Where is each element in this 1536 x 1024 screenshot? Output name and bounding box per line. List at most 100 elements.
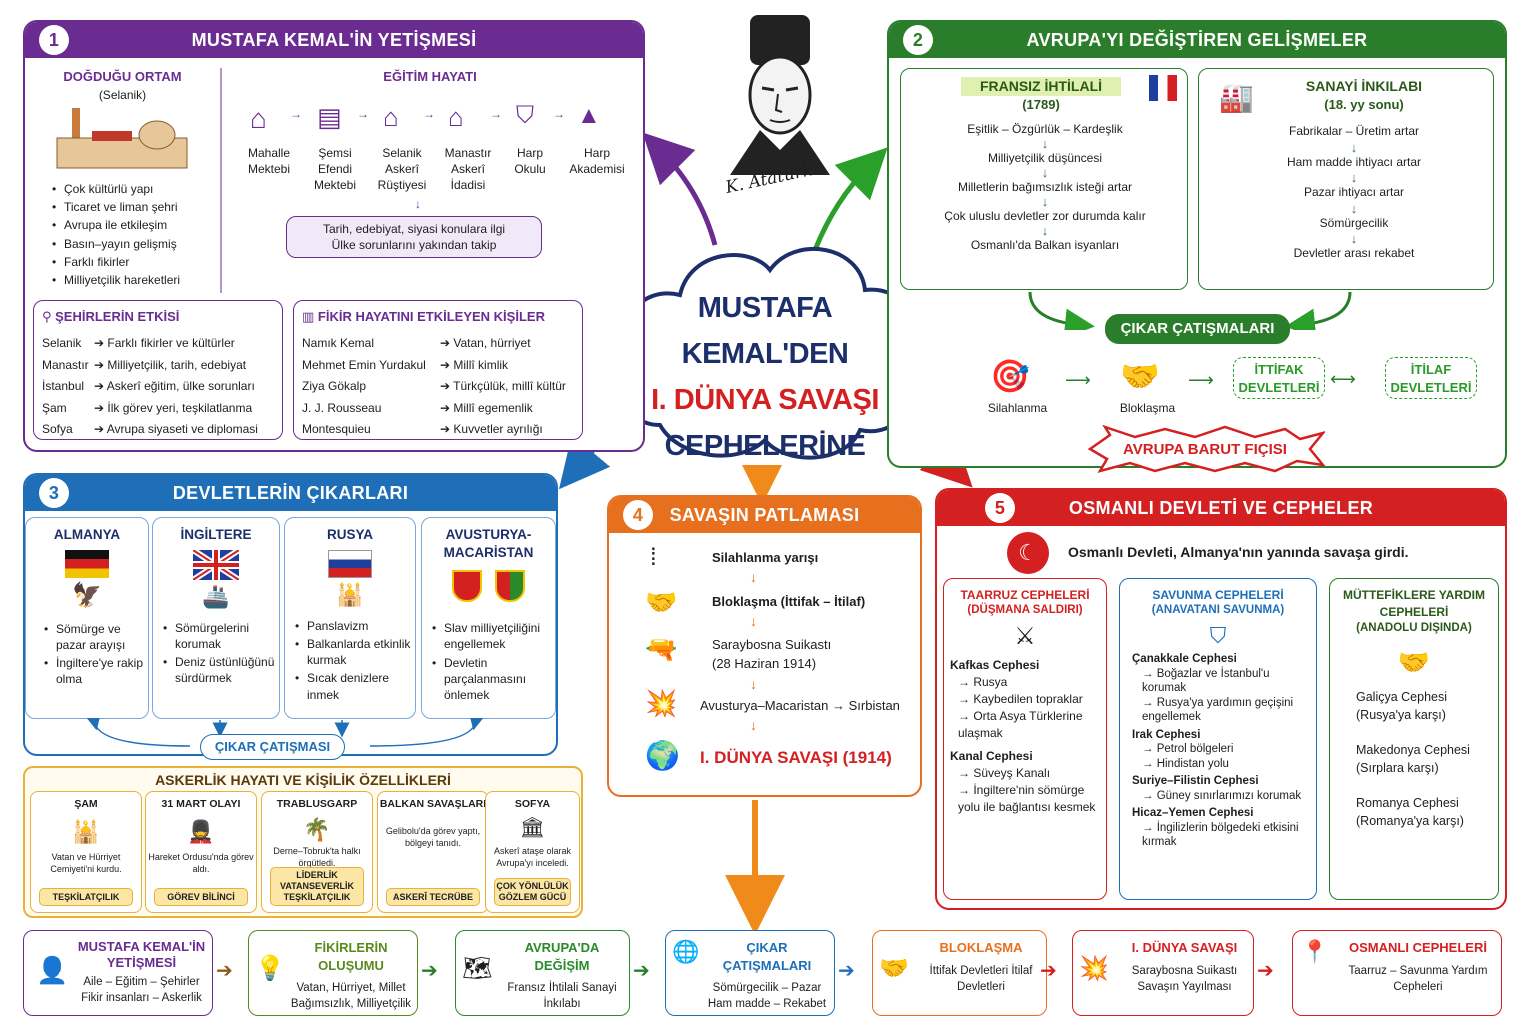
card-tag: ÇOK YÖNLÜLÜK GÖZLEM GÜCÜ (494, 878, 571, 906)
russia-flag-icon (328, 550, 372, 579)
birth-title: DOĞDUĞU ORTAM (63, 69, 182, 84)
state-card-ingiltere: İNGİLTERE 🚢 Sömürgelerini korumak Deniz … (152, 517, 280, 719)
germany-flag-icon (65, 550, 109, 579)
list-item: Panslavizm (295, 618, 415, 634)
bullets-icon: ⁞ (650, 544, 657, 571)
chain-step: Sömürgecilik (1319, 215, 1389, 230)
attack-list: Kafkas Cephesi → Rusya → Kaybedilen topr… (944, 657, 1106, 816)
war-start-label: I. DÜNYA SAVAŞI (1914) (700, 748, 892, 767)
flow-title: MUSTAFA KEMAL'İN YETİŞMESİ (77, 939, 206, 970)
section-5-number: 5 (985, 493, 1015, 523)
globe-icon: 🌐 (672, 939, 700, 964)
chain-step: Milletlerin bağımsızlık isteği artar (957, 180, 1133, 194)
divider (220, 68, 222, 293)
flow-step-3: 🗺 AVRUPA'DA DEĞİŞİM Fransız İhtilali San… (455, 930, 630, 1016)
card-text: Hareket Ordusu'nda görev aldı. (148, 852, 254, 875)
military-card-trablusgarp: TRABLUSGARP 🌴 Derne–Tobruk'ta halkı örgü… (261, 791, 373, 913)
section-2-title: AVRUPA'YI DEĞİŞTİREN GELİŞMELER (1026, 30, 1368, 50)
explosion-icon: 💥 (645, 688, 678, 718)
handshake-icon: 🤝 (645, 587, 678, 617)
battleship-icon: 🚢 (202, 584, 230, 610)
flow-title: ÇIKAR ÇATIŞMALARI (722, 940, 812, 973)
card-title: ŞAM (74, 798, 98, 810)
card-title: TRABLUSGARP (276, 798, 358, 810)
front-name: Hicaz–Yemen Cephesi (1132, 807, 1254, 820)
card-text: Askerî ataşe olarak Avrupa'yı inceledi. (493, 846, 572, 869)
flow-title: FİKİRLERİN OLUŞUMU (314, 940, 388, 973)
list-item: Namık Kemal➔ Vatan, hürriyet (302, 336, 531, 350)
state-interests: Panslavizm Balkanlarda etkinlik kurmak S… (295, 618, 415, 703)
list-item: Balkanlarda etkinlik kurmak (295, 636, 415, 668)
center-title-line1: MUSTAFA KEMAL'DEN (681, 292, 849, 370)
front-name: Kanal Cephesi (950, 749, 1033, 764)
industrial-title: SANAYİ İNKILABI (1305, 78, 1423, 94)
school-icons: ⌂ → ▤ → ⌂ → ⌂ → ⛉ → ▲ (240, 100, 630, 140)
flow-step-7: 📍 OSMANLI CEPHELERİ Taarruz – Savunma Ya… (1292, 930, 1502, 1016)
bloc-label: Bloklaşma (1119, 401, 1176, 415)
hungary-crest-icon (495, 570, 526, 602)
state-card-almanya: ALMANYA 🦅 Sömürge ve pazar arayışı İngil… (25, 517, 149, 719)
powder-keg-label: AVRUPA BARUT FIÇISI (1123, 441, 1287, 458)
building-icon: ⌂ (383, 102, 399, 132)
people-box: ▥ FİKİR HAYATINI ETKİLEYEN KİŞİLER Namık… (293, 300, 583, 440)
list-item: Montesquieu➔ Kuvvetler ayrılığı (302, 422, 543, 436)
center-title-line2: I. DÜNYA SAVAŞI (651, 384, 879, 416)
list-item: Devletin parçalanmasını önlemek (432, 655, 555, 704)
french-revolution-title: FRANSIZ İHTİLALİ (961, 77, 1121, 96)
list-item: Şam➔ İlk görev yeri, teşkilatlanma (42, 400, 253, 415)
list-item: Ziya Gökalp➔ Türkçülük, millî kültür (302, 379, 566, 393)
front-name: Makedonya Cephesi (1356, 742, 1470, 757)
education-note: Tarih, edebiyat, siyasi konulara ilgi Ül… (286, 216, 542, 258)
house-icon: ⌂ (250, 103, 267, 134)
state-name: İNGİLTERE (180, 527, 252, 542)
card-tag: TEŞKİLATÇILIK (39, 887, 133, 906)
map-pin-icon: 📍 (1301, 939, 1329, 964)
french-revolution-chain: Eşitlik – Özgürlük – Kardeşlik↓ Milliyet… (901, 121, 1189, 253)
cannon-icon: 🎯 (990, 358, 1030, 394)
defense-title: SAVUNMA CEPHELERİ (1152, 588, 1284, 602)
front-name: Suriye–Filistin Cephesi (1132, 775, 1259, 788)
shield-icon: ⛉ (516, 102, 534, 129)
palm-tree-icon: 🌴 (303, 817, 331, 843)
uk-flag-icon (193, 550, 239, 581)
card-text: Gelibolu'da görev yaptı, bölgeyi tanıdı. (385, 826, 481, 849)
itilaf-pill: İTİLAF DEVLETLERİ (1385, 357, 1477, 399)
card-title: SOFYA (514, 798, 551, 810)
industrial-revolution-box: 🏭 SANAYİ İNKILABI (18. yy sonu) Fabrikal… (1198, 68, 1494, 290)
book-icon: ▥ (302, 309, 318, 324)
card-title: 31 MART OLAYI (161, 798, 241, 810)
austria-crest-icon (451, 570, 482, 602)
chain-step: Çok uluslu devletler zor durumda kalır (944, 209, 1146, 223)
list-item: Mehmet Emin Yurdakul➔ Millî kimlik (302, 357, 509, 372)
conflict-pill: ÇIKAR ÇATIŞMALARI (1105, 314, 1290, 344)
austria-hungary-crests (422, 570, 555, 606)
list-item: İngiltere'ye rakip olma (44, 655, 148, 687)
pistol-icon: 🔫 (645, 634, 678, 664)
flow-title: AVRUPA'DA DEĞİŞİM (524, 940, 600, 973)
ally-title: MÜTTEFİKLERE YARDIM CEPHELERİ (1342, 588, 1485, 619)
people-list: Namık Kemal➔ Vatan, hürriyet Mehmet Emin… (302, 333, 582, 441)
state-interests: Sömürgelerini korumak Deniz üstünlüğünü … (163, 620, 279, 687)
card-tag: GÖREV BİLİNCİ (154, 887, 248, 906)
explosion-shape (1087, 425, 1325, 473)
center-title-line3: CEPHELERİNE (664, 430, 866, 462)
section-3-header: 3 DEVLETLERİN ÇIKARLARI (25, 475, 556, 511)
state-name: RUSYA (326, 527, 374, 542)
school-name: Harp Akademisi (569, 146, 625, 177)
list-item: İstanbul➔ Askerî eğitim, ülke sorunları (42, 379, 255, 393)
french-revolution-box: FRANSIZ İHTİLALİ (1789) Eşitlik – Özgürl… (900, 68, 1188, 290)
chain-step: Milliyetçilik düşüncesi (987, 151, 1103, 165)
chain-step: Ham madde ihtiyacı artar (1286, 154, 1422, 169)
front-name: Kafkas Cephesi (950, 658, 1040, 673)
book-icon: ▤ (317, 102, 342, 132)
list-item: Sömürgelerini korumak (163, 620, 279, 652)
handshake-icon: 🤝 (1397, 646, 1431, 677)
industrial-year: (18. yy sonu) (1324, 97, 1404, 112)
flow-step-4: 🌐 ÇIKAR ÇATIŞMALARI Sömürgecilik – Pazar… (665, 930, 835, 1016)
card-text: Derne–Tobruk'ta halkı örgütledi. (273, 846, 361, 869)
education-note-line: Tarih, edebiyat, siyasi konulara ilgi (322, 222, 506, 236)
cities-title-text: ŞEHİRLERİN ETKİSİ (55, 309, 180, 324)
pin-icon: ⚲ (42, 309, 56, 324)
section-5-title: OSMANLI DEVLETİ VE CEPHELER (1068, 498, 1374, 518)
military-card-balkan: BALKAN SAVAŞLARI Gelibolu'da görev yaptı… (377, 791, 489, 913)
